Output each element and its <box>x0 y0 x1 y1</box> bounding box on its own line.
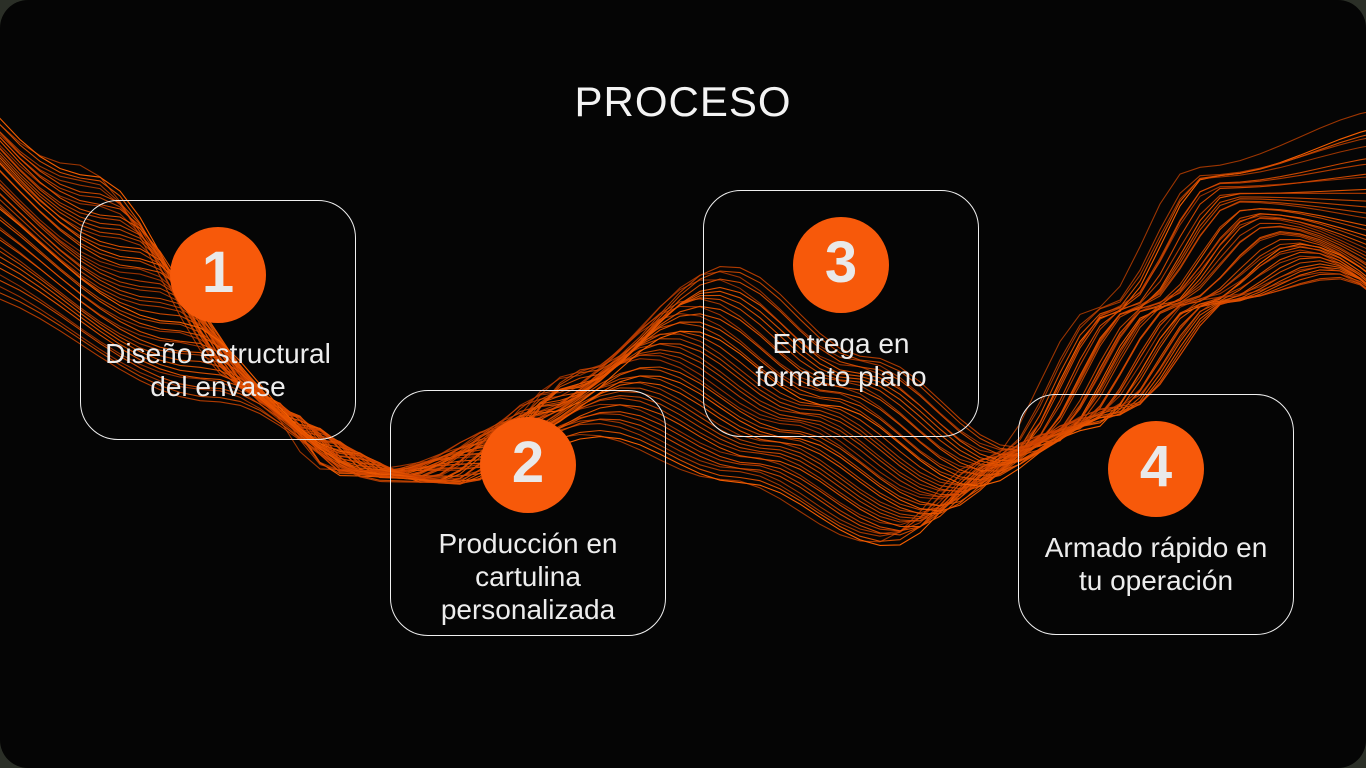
step-3-number-badge: 3 <box>793 217 889 313</box>
step-card-2: 2 Producción en cartulina personalizada <box>390 390 666 636</box>
step-2-label: Producción en cartulina personalizada <box>438 528 618 626</box>
step-2-number-badge: 2 <box>480 417 576 513</box>
step-4-number-badge: 4 <box>1108 421 1204 517</box>
step-2-number: 2 <box>511 430 545 495</box>
step-card-4: 4 Armado rápido en tu operación <box>1018 394 1294 635</box>
step-4-number: 4 <box>1139 434 1173 499</box>
step-4-label: Armado rápido en tu operación <box>1044 532 1268 597</box>
page-title: PROCESO <box>574 78 792 125</box>
step-1-number: 1 <box>201 240 235 305</box>
step-card-1: 1 Diseño estructural del envase <box>80 200 356 440</box>
step-card-3: 3 Entrega en formato plano <box>703 190 979 437</box>
step-3-label: Entrega en formato plano <box>755 328 927 393</box>
step-3-number: 3 <box>824 230 858 295</box>
step-1-label: Diseño estructural del envase <box>105 338 331 403</box>
step-1-number-badge: 1 <box>170 227 266 323</box>
